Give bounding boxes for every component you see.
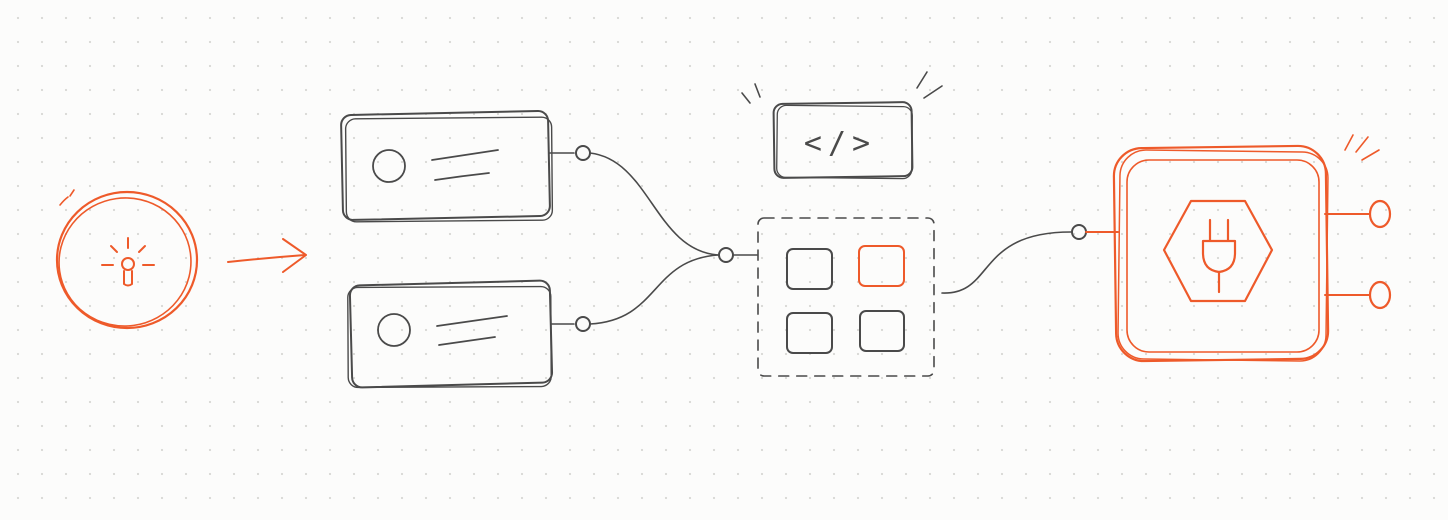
plugin-output-port	[1368, 199, 1392, 229]
connector-port	[575, 145, 591, 161]
module-tile	[786, 312, 833, 354]
module-tile	[786, 248, 833, 290]
plugin-input-port	[1071, 224, 1087, 240]
avatar	[372, 149, 406, 183]
avatar	[377, 313, 411, 347]
lightbulb-icon	[101, 237, 155, 287]
profile-card-top	[340, 110, 554, 223]
module-tile	[859, 310, 905, 352]
connector-port	[575, 316, 591, 332]
profile-card-bottom	[347, 279, 554, 389]
code-card: </>	[741, 71, 943, 180]
plugin-output-port	[1368, 280, 1392, 310]
module-tile-highlight	[858, 245, 905, 287]
merge-port	[718, 247, 734, 263]
arrow-right-icon	[227, 238, 307, 273]
plugin-node	[1112, 134, 1380, 363]
idea-node	[55, 189, 199, 330]
code-brackets-icon: </>	[804, 126, 876, 161]
module-grid	[757, 217, 935, 377]
plug-icon	[1162, 199, 1274, 303]
